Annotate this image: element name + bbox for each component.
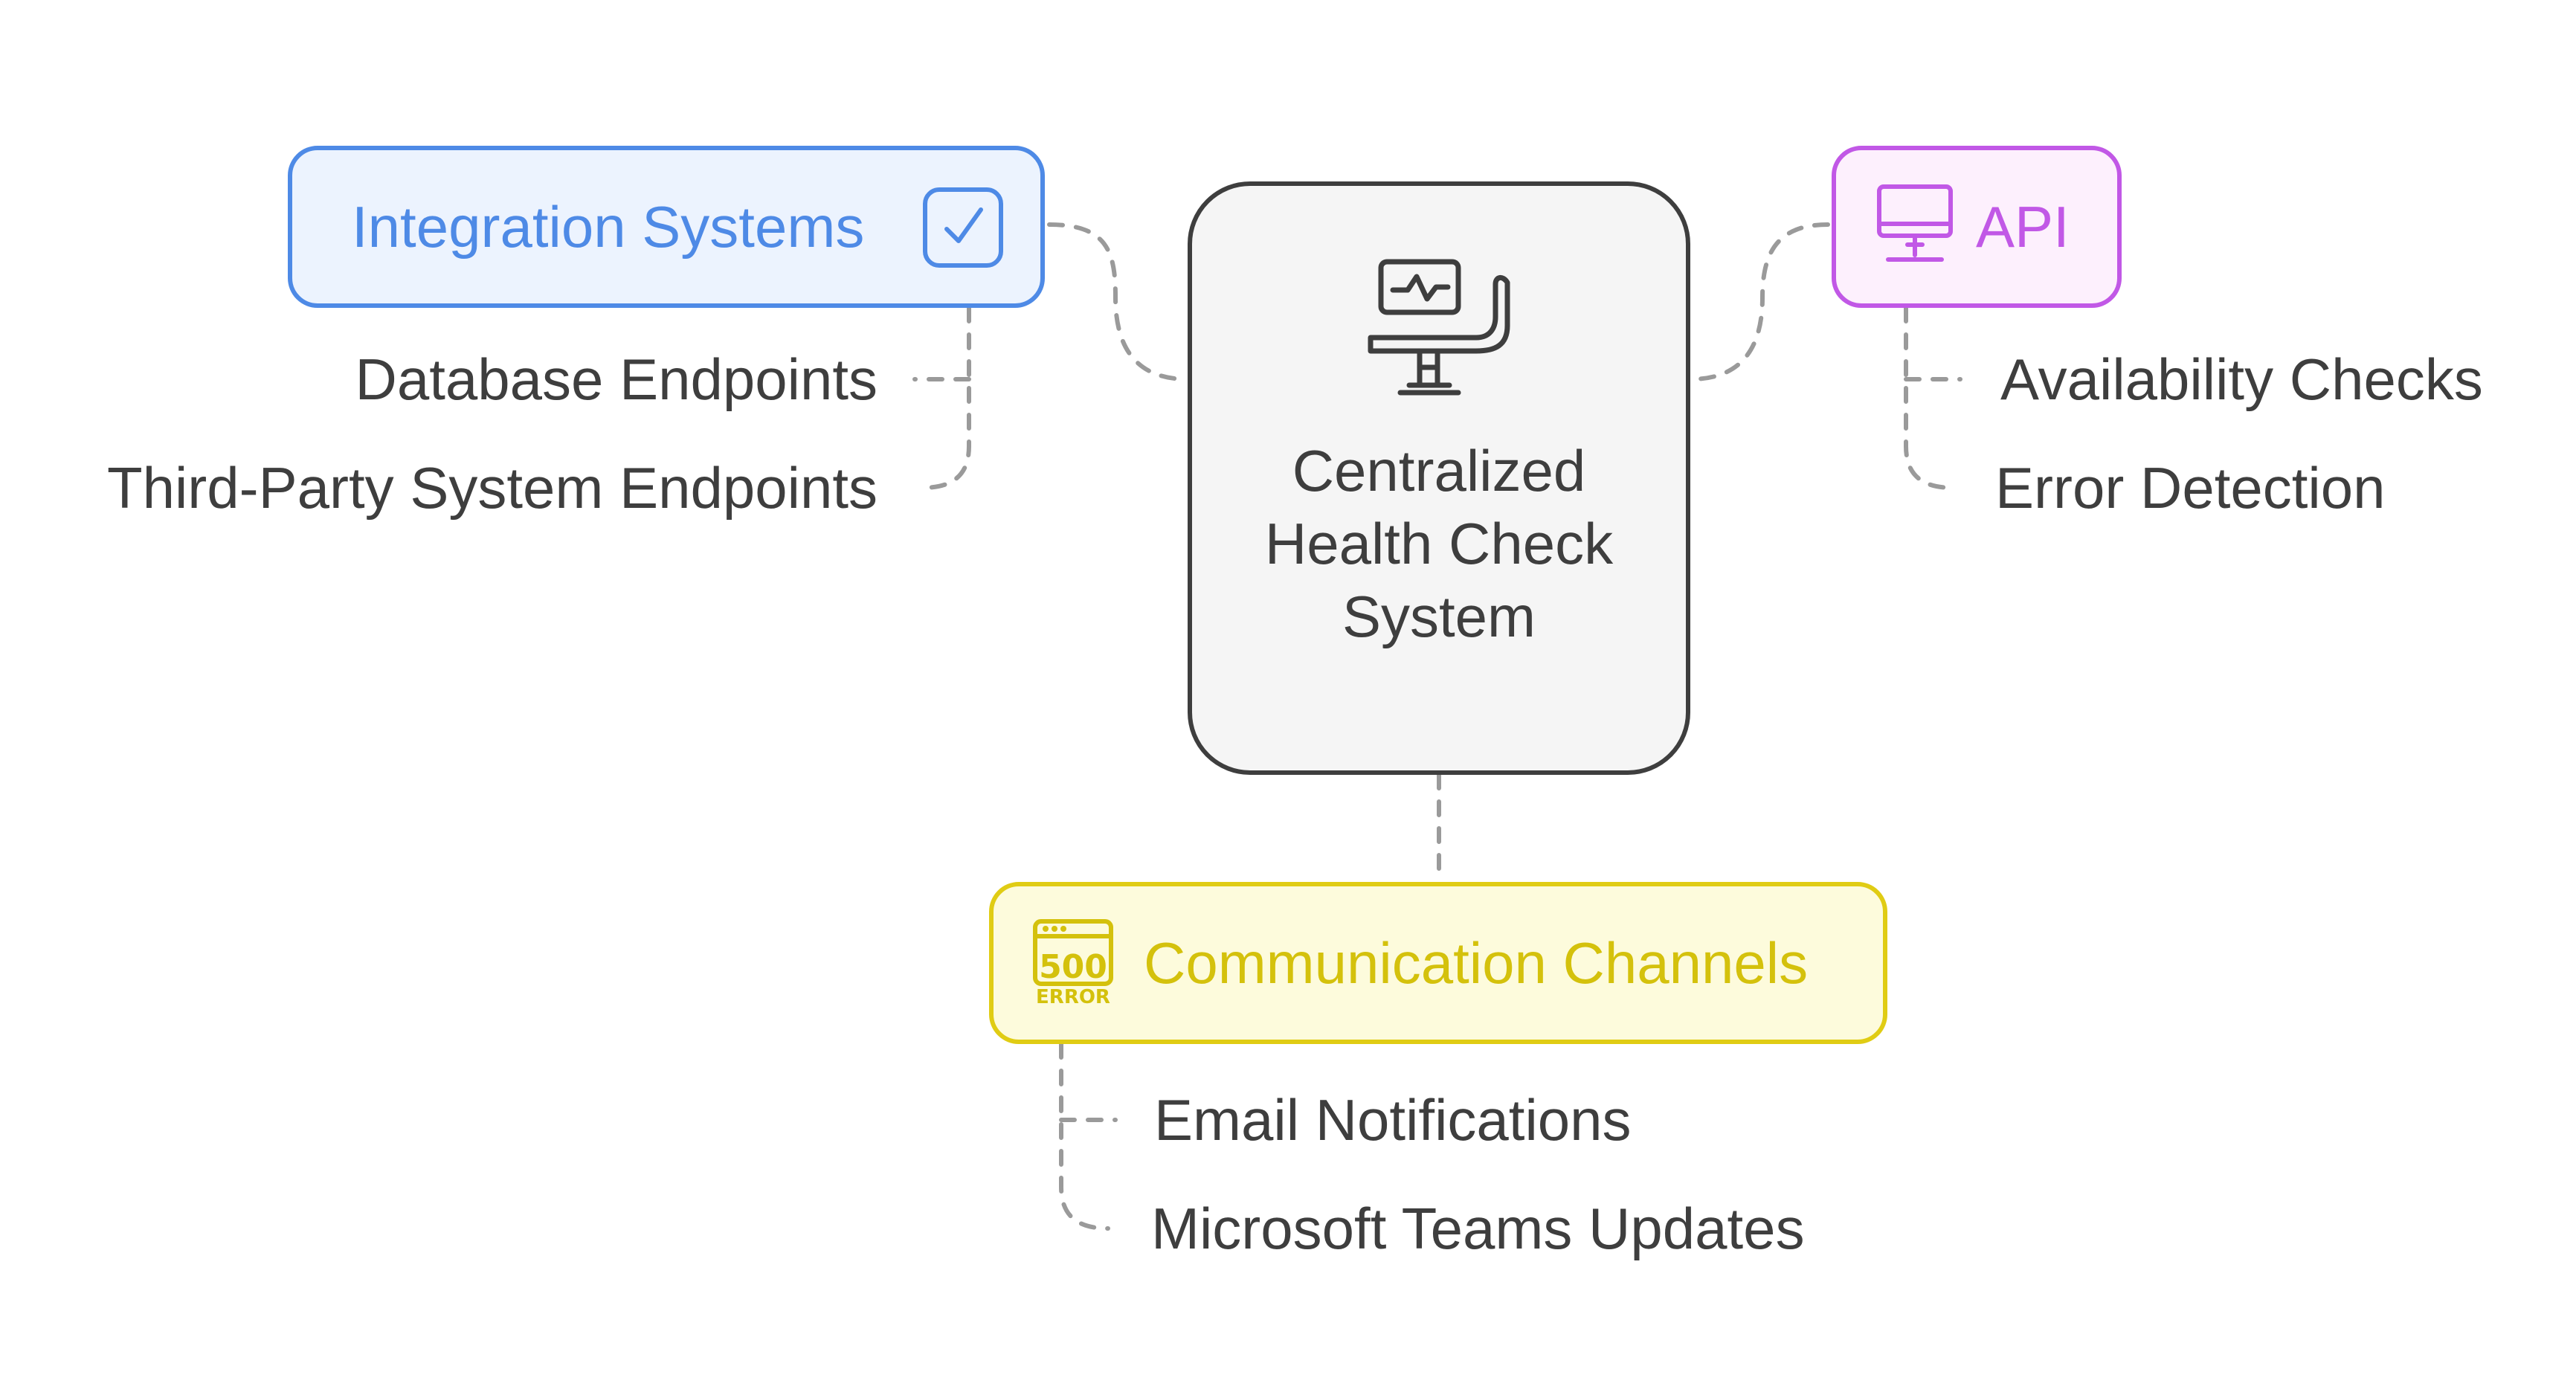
list-item-microsoft-teams-updates: Microsoft Teams Updates xyxy=(1151,1196,1805,1261)
500-error-icon: 500 ERROR xyxy=(1032,918,1114,1008)
connector-api-center xyxy=(1688,222,1830,381)
list-item-database-endpoints: Database Endpoints xyxy=(355,347,878,412)
checkbox-icon xyxy=(923,187,1003,268)
500-error-icon-text: ERROR xyxy=(1036,986,1110,1008)
connector-integration-items xyxy=(920,306,971,490)
integration-systems-node: Integration Systems xyxy=(288,146,1045,308)
communication-channels-node: 500 ERROR Communication Channels xyxy=(989,882,1887,1044)
monitor-chair-icon xyxy=(1365,257,1513,406)
integration-systems-label: Integration Systems xyxy=(352,193,865,260)
connector-communication-items xyxy=(1059,1042,1110,1231)
central-node: Centralized Health Check System xyxy=(1188,181,1690,775)
list-item-availability-checks: Availability Checks xyxy=(2000,347,2483,412)
connector-integration-center xyxy=(1047,222,1190,381)
list-item-third-party-endpoints: Third-Party System Endpoints xyxy=(106,455,878,521)
500-error-icon-code: 500 xyxy=(1039,948,1107,986)
central-title: Centralized Health Check System xyxy=(1264,438,1614,649)
api-node: API xyxy=(1832,146,2122,308)
api-label: API xyxy=(1976,193,2070,260)
monitor-icon xyxy=(1875,182,1955,271)
list-item-error-detection: Error Detection xyxy=(1995,455,2386,521)
connector-api-items xyxy=(1904,306,1955,490)
communication-channels-label: Communication Channels xyxy=(1144,930,1809,996)
list-item-email-notifications: Email Notifications xyxy=(1154,1087,1632,1153)
